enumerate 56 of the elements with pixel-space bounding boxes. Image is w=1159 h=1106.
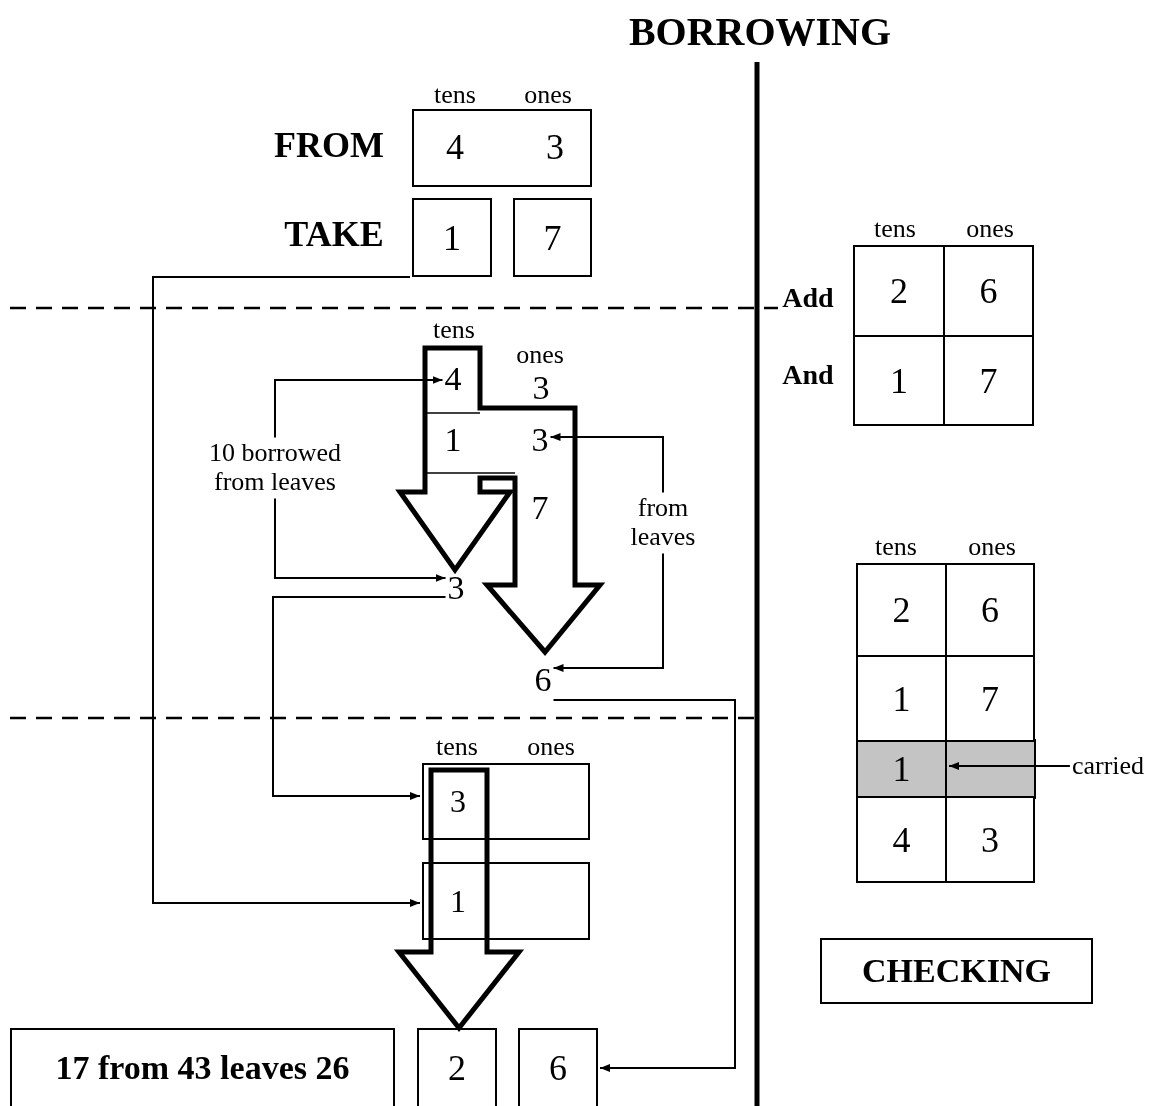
note-text: carried bbox=[1071, 751, 1145, 781]
number-box: 1 bbox=[422, 862, 590, 940]
grid-cell: 6 bbox=[943, 245, 1034, 337]
grid-cell: 2 bbox=[856, 563, 947, 657]
digit: 4 bbox=[444, 360, 462, 398]
arrow bbox=[948, 762, 1071, 770]
title-box: CHECKING bbox=[820, 938, 1093, 1004]
column-heading: tens bbox=[874, 214, 916, 244]
row-label: TAKE bbox=[284, 215, 384, 255]
digit-box: 2 bbox=[417, 1028, 497, 1106]
arrow bbox=[552, 699, 736, 1072]
arrow bbox=[274, 497, 447, 582]
grid-cell: 1 bbox=[853, 335, 945, 426]
arrow bbox=[272, 596, 447, 800]
note-text: 10 borrowed from leaves bbox=[202, 439, 348, 497]
arrow bbox=[549, 433, 664, 494]
grid-cell: 4 bbox=[856, 796, 947, 883]
number-box bbox=[412, 109, 592, 187]
arrow bbox=[152, 276, 421, 907]
column-heading: ones bbox=[527, 732, 575, 762]
grid-cell: 6 bbox=[945, 563, 1035, 657]
digit: 6 bbox=[534, 661, 552, 699]
arrow bbox=[274, 376, 444, 439]
row-label: And bbox=[782, 359, 834, 391]
column-heading: ones bbox=[516, 340, 564, 370]
digit-box: 6 bbox=[518, 1028, 598, 1106]
grid-cell: 7 bbox=[945, 655, 1035, 742]
column-heading: ones bbox=[524, 80, 572, 110]
digit: 3 bbox=[546, 128, 564, 168]
shaded-cell: 1 bbox=[856, 740, 947, 798]
digit: 3 bbox=[531, 421, 549, 459]
column-heading: ones bbox=[966, 214, 1014, 244]
number-box: 3 bbox=[422, 763, 590, 840]
block-arrow bbox=[393, 767, 525, 1033]
note-text: from leaves bbox=[630, 494, 696, 552]
arrow bbox=[552, 552, 664, 672]
digit: 7 bbox=[531, 489, 549, 527]
title: BORROWING bbox=[628, 10, 892, 54]
column-heading: tens bbox=[436, 732, 478, 762]
row-label: FROM bbox=[274, 126, 384, 166]
digit-box: 1 bbox=[412, 198, 492, 277]
digit: 1 bbox=[444, 421, 462, 459]
digit-box: 7 bbox=[513, 198, 592, 277]
digit: 4 bbox=[446, 128, 464, 168]
column-heading: tens bbox=[434, 80, 476, 110]
digit: 3 bbox=[532, 369, 550, 407]
grid-cell: 2 bbox=[853, 245, 945, 337]
grid-cell: 3 bbox=[945, 796, 1035, 883]
column-heading: ones bbox=[968, 532, 1016, 562]
digit: 3 bbox=[447, 569, 465, 607]
column-heading: tens bbox=[875, 532, 917, 562]
grid-cell: 7 bbox=[943, 335, 1034, 426]
column-heading: tens bbox=[433, 315, 475, 345]
caption-box: 17 from 43 leaves 26 bbox=[10, 1028, 395, 1106]
grid-cell: 1 bbox=[856, 655, 947, 742]
row-label: Add bbox=[782, 282, 834, 314]
